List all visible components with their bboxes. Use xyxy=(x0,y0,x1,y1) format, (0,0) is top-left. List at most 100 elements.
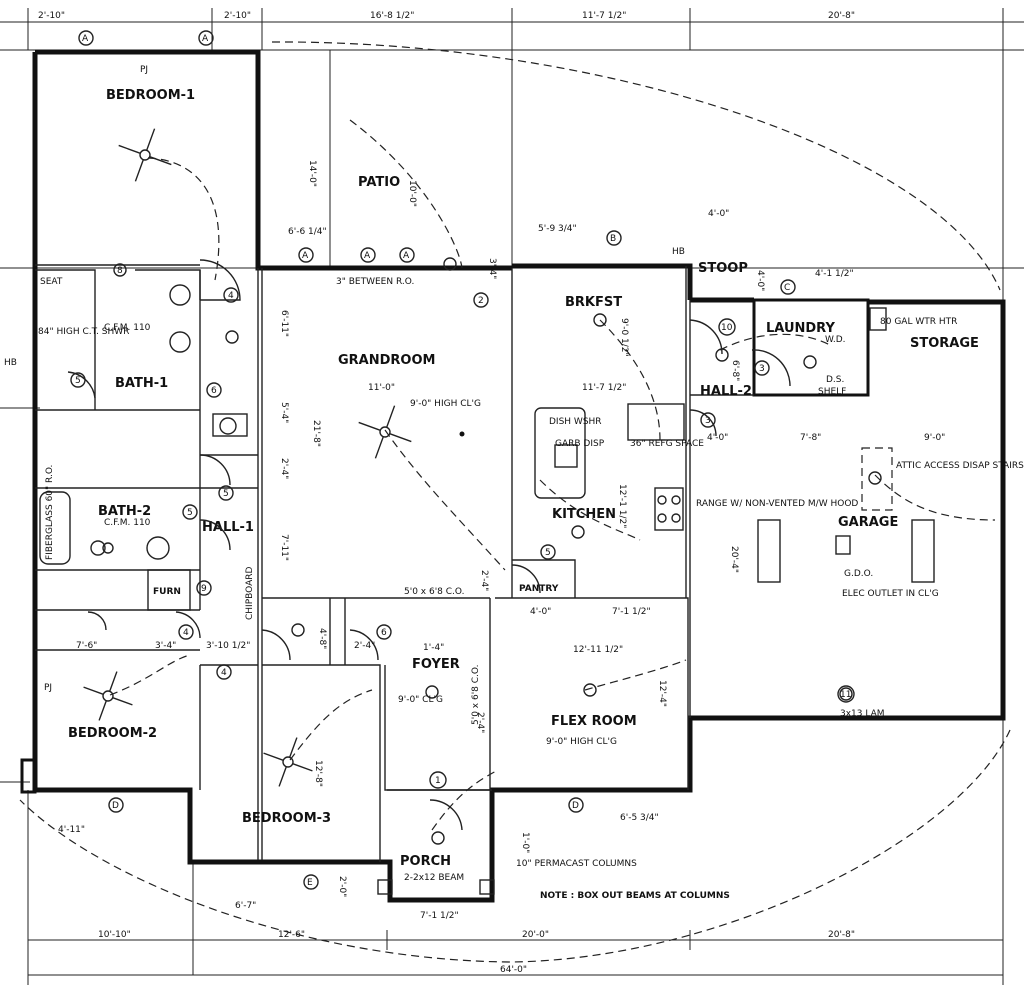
dim-bottom-4: 20'-8" xyxy=(828,930,855,940)
dim-interior: 1'-4" xyxy=(423,643,444,653)
door-number: 11 xyxy=(840,690,851,700)
room-pantry: PANTRY xyxy=(519,584,559,594)
dim-interior: 7'-1 1/2" xyxy=(420,911,459,921)
room-patio: PATIO xyxy=(358,175,400,190)
dim-interior: 6'-5 3/4" xyxy=(620,813,659,823)
dim-top-1: 2'-10" xyxy=(38,11,65,21)
plan-notes: 3" BETWEEN R.O. 9'-0" HIGH CL'G 9'-0" HI… xyxy=(4,65,1024,901)
door-number: 8 xyxy=(117,266,123,276)
note-pj-top: PJ xyxy=(140,65,148,75)
door-number: 9 xyxy=(201,584,207,594)
marker-d: D xyxy=(112,801,119,811)
dim-interior: 21'-8" xyxy=(311,420,321,447)
door-swings xyxy=(67,259,791,831)
dim-interior: 2'-4" xyxy=(475,712,485,733)
dim-interior: 7'-1 1/2" xyxy=(612,607,651,617)
door-number: 4 xyxy=(221,668,227,678)
note-lam: 3x13 LAM xyxy=(840,709,885,719)
marker-d: D xyxy=(572,801,579,811)
room-foyer: FOYER xyxy=(412,657,460,672)
note-box-out: NOTE : BOX OUT BEAMS AT COLUMNS xyxy=(540,891,730,901)
note-foyer-clg: 9'-0" CL'G xyxy=(398,695,443,705)
note-range: RANGE W/ NON-VENTED M/W HOOD xyxy=(696,499,858,509)
dim-bottom-1: 10'-10" xyxy=(98,930,131,940)
dim-interior: 12'-4" xyxy=(657,680,667,707)
door-number: 10 xyxy=(721,323,733,333)
garage-features xyxy=(757,307,935,701)
ceiling-fan-icon xyxy=(358,405,412,459)
room-hall-2: HALL-2 xyxy=(700,384,752,399)
door-number: 4 xyxy=(183,628,189,638)
note-door-co-2: 5'0 x 6'8 C.O. xyxy=(471,665,481,726)
marker-c: C xyxy=(784,283,790,293)
door-number: 6 xyxy=(381,628,387,638)
dim-interior: 1'-0" xyxy=(520,832,530,853)
room-bedroom-1: BEDROOM-1 xyxy=(106,88,195,103)
room-bedroom-3: BEDROOM-3 xyxy=(242,811,331,826)
note-dishwasher: DISH WSHR xyxy=(549,417,602,427)
dim-interior: 3'-4" xyxy=(487,258,497,279)
dim-interior: 4'-0" xyxy=(708,209,729,219)
light-fixtures xyxy=(102,257,882,845)
note-water-heater: 80 GAL WTR HTR xyxy=(880,317,957,327)
dim-top-2: 2'-10" xyxy=(224,11,251,21)
door-number: 3 xyxy=(705,416,711,426)
note-between-ro: 3" BETWEEN R.O. xyxy=(336,277,414,287)
note-seat: SEAT xyxy=(40,277,63,287)
porch-columns xyxy=(377,879,495,895)
note-garb: GARB DISP xyxy=(555,439,605,449)
room-bath-1: BATH-1 xyxy=(115,376,168,391)
room-furn: FURN xyxy=(153,587,181,597)
dim-interior: 12'-8" xyxy=(313,760,323,787)
note-door-co: 5'0 x 6'8 C.O. xyxy=(404,587,465,597)
note-fiberglass: FIBERGLASS 60" R.O. xyxy=(45,465,55,560)
marker-a: A xyxy=(82,34,89,44)
dim-bottom-2: 12'-6" xyxy=(278,930,305,940)
dim-interior: 12'-11 1/2" xyxy=(573,645,623,655)
door-number: 5 xyxy=(223,489,229,499)
note-ds: D.S. xyxy=(826,375,844,385)
door-number: 1 xyxy=(435,776,441,786)
note-chase: CHIPBOARD xyxy=(245,567,255,620)
dim-top-3: 16'-8 1/2" xyxy=(370,11,414,21)
note-gdo: G.D.O. xyxy=(844,569,873,579)
dim-interior: 6'-7" xyxy=(235,901,256,911)
room-kitchen: KITCHEN xyxy=(552,507,616,522)
note-cfm-1: C.F.M. 110 xyxy=(104,323,151,333)
note-flex-clg: 9'-0" HIGH CL'G xyxy=(546,737,617,747)
note-hb-north: HB xyxy=(672,247,685,257)
interior-dimensions: 6'-6 1/4" 5'-9 3/4" 4'-0" 4'-1 1/2" 14'-… xyxy=(58,160,945,921)
dim-interior: 6'-8" xyxy=(730,360,740,381)
dim-interior: 4'-0" xyxy=(755,270,765,291)
dim-interior: 3'-4" xyxy=(155,641,176,651)
note-beam: 2-2x12 BEAM xyxy=(404,873,464,883)
note-hb-west: HB xyxy=(4,358,17,368)
room-laundry: LAUNDRY xyxy=(766,321,835,336)
dim-interior: 2'-4" xyxy=(354,641,375,651)
bath-fixtures xyxy=(39,284,248,565)
note-elec: ELEC OUTLET IN CL'G xyxy=(842,589,939,599)
room-bath-2: BATH-2 xyxy=(98,504,151,519)
note-cfm-2: C.F.M. 110 xyxy=(104,518,151,528)
bottom-dimension-string: 10'-10" 12'-6" 20'-0" 20'-8" 64'-0" xyxy=(27,930,1004,985)
marker-a: A xyxy=(403,251,410,261)
door-number: 2 xyxy=(478,296,484,306)
dim-interior: 5'-4" xyxy=(279,402,289,423)
note-shelf: SHELF xyxy=(818,387,846,397)
room-stoop: STOOP xyxy=(698,261,748,276)
marker-b: B xyxy=(610,234,616,244)
marker-a: A xyxy=(202,34,209,44)
dim-interior: 4'-11" xyxy=(58,825,85,835)
marker-a: A xyxy=(302,251,309,261)
ceiling-fan-icon xyxy=(263,737,313,787)
room-porch: PORCH xyxy=(400,854,451,869)
dim-interior: 12'-1 1/2" xyxy=(617,484,627,528)
room-garage: GARAGE xyxy=(838,515,898,530)
ceiling-fan-icon xyxy=(83,671,133,721)
dim-interior: 4'-0" xyxy=(530,607,551,617)
dim-interior: 7'-6" xyxy=(76,641,97,651)
top-dimension-string: 2'-10" 2'-10" 16'-8 1/2" 11'-7 1/2" 20'-… xyxy=(0,8,1024,50)
door-number: 5 xyxy=(187,508,193,518)
room-grandroom: GRANDROOM xyxy=(338,353,435,368)
